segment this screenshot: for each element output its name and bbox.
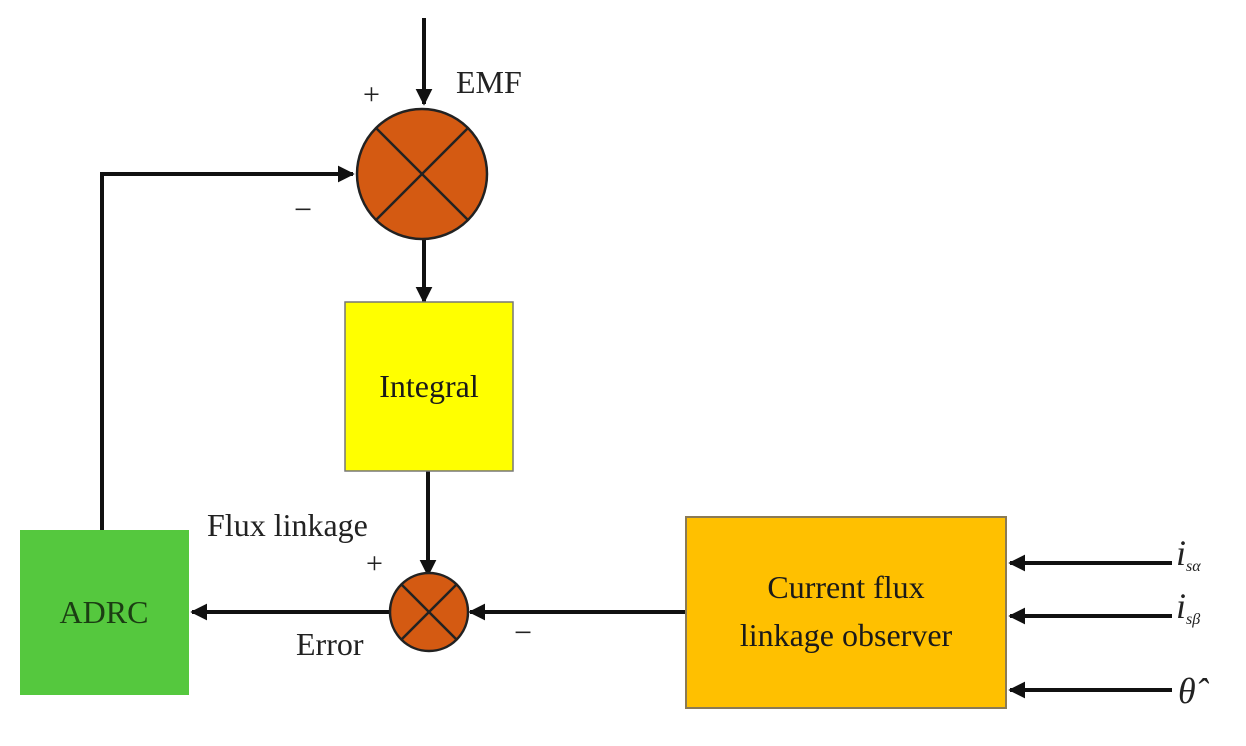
adrc-block: ADRC [20, 530, 189, 695]
top-junction-cross-b [375, 127, 469, 221]
adrc-feedback-arrow [100, 165, 355, 530]
i-beta-label: isβ [1176, 586, 1200, 628]
top-summing-junction [355, 107, 489, 241]
integral-block: Integral [344, 301, 514, 472]
connections [100, 18, 1172, 699]
theta-label: θ̂ [1178, 671, 1210, 711]
observer-block-rect [685, 516, 1007, 709]
i-alpha-label: isα [1176, 533, 1201, 575]
emf-label: EMF [456, 64, 522, 100]
error-minus-sign: − [514, 614, 532, 650]
observer-block: Current flux linkage observer [685, 516, 1007, 709]
observer-label-line1: Current flux [767, 569, 924, 605]
integral-block-rect [344, 301, 514, 472]
integral-label: Integral [379, 368, 479, 404]
error-junction-cross-b [400, 583, 458, 641]
error-label: Error [296, 626, 364, 662]
adrc-block-rect [20, 530, 189, 695]
adrc-label: ADRC [60, 594, 149, 630]
flux-linkage-label: Flux linkage [207, 507, 368, 543]
top-plus-sign: + [363, 78, 380, 111]
error-summing-junction [388, 571, 470, 653]
top-minus-sign: − [294, 191, 312, 227]
error-plus-sign: + [366, 547, 383, 580]
observer-label-line2: linkage observer [740, 617, 953, 653]
